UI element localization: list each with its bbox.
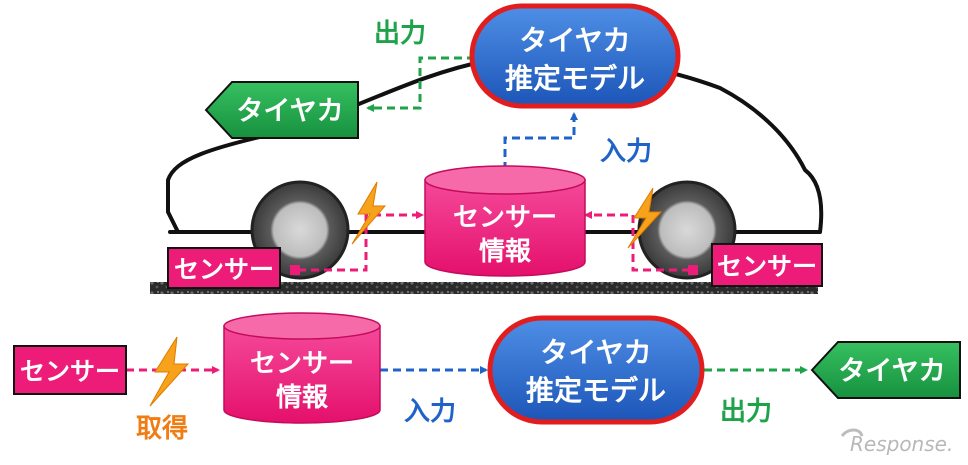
bottom-sensor-info-cylinder: センサー 情報 — [223, 312, 381, 424]
top-output-label: 出力 — [374, 19, 426, 49]
lightning-bolt-icon — [149, 336, 190, 407]
top-sensor-info-line1: センサー — [453, 203, 557, 233]
top-model-line2: 推定モデル — [505, 62, 645, 95]
top-sensor-left-box: センサー — [167, 247, 300, 289]
top-sensor-left-label: センサー — [174, 255, 274, 284]
bottom-sensor-label: センサー — [20, 357, 120, 386]
bottom-sensor-info-line2: 情報 — [276, 383, 329, 413]
lightning-bolt-icon — [627, 187, 663, 249]
watermark-text: Response. — [850, 432, 953, 456]
bottom-model-box: タイヤカ 推定モデル — [487, 315, 705, 425]
top-sensor-right-box: センサー — [688, 243, 823, 287]
top-model-box: タイヤカ 推定モデル — [469, 3, 681, 109]
bottom-tire-force-label: タイヤカ — [838, 356, 945, 387]
top-sensor-right-label: センサー — [717, 252, 817, 281]
top-left-sensor-arrow — [298, 211, 424, 272]
bottom-acquire-label: 取得 — [136, 414, 188, 444]
top-model-line1: タイヤカ — [519, 24, 630, 57]
bottom-sensor-info-line1: センサー — [250, 349, 354, 379]
top-sensor-info-cylinder: センサー 情報 — [424, 165, 586, 277]
bottom-tire-force-box: タイヤカ — [810, 341, 961, 399]
bottom-model-line1: タイヤカ — [540, 336, 651, 369]
bottom-input-label: 入力 — [404, 397, 456, 427]
top-sensor-info-line2: 情報 — [479, 237, 532, 267]
ground-strip — [150, 282, 818, 294]
top-input-label: 入力 — [600, 137, 652, 167]
top-tire-force-label: タイヤカ — [236, 96, 343, 127]
top-tire-force-box: タイヤカ — [204, 81, 359, 139]
top-input-arrow — [503, 112, 578, 170]
bottom-output-label: 出力 — [720, 397, 772, 427]
bottom-sensor-box: センサー — [13, 345, 127, 395]
lightning-bolt-icon — [351, 181, 387, 245]
bottom-model-line2: 推定モデル — [526, 374, 666, 407]
top-output-arrow — [366, 56, 475, 112]
watermark-logo: Response. — [840, 428, 953, 456]
